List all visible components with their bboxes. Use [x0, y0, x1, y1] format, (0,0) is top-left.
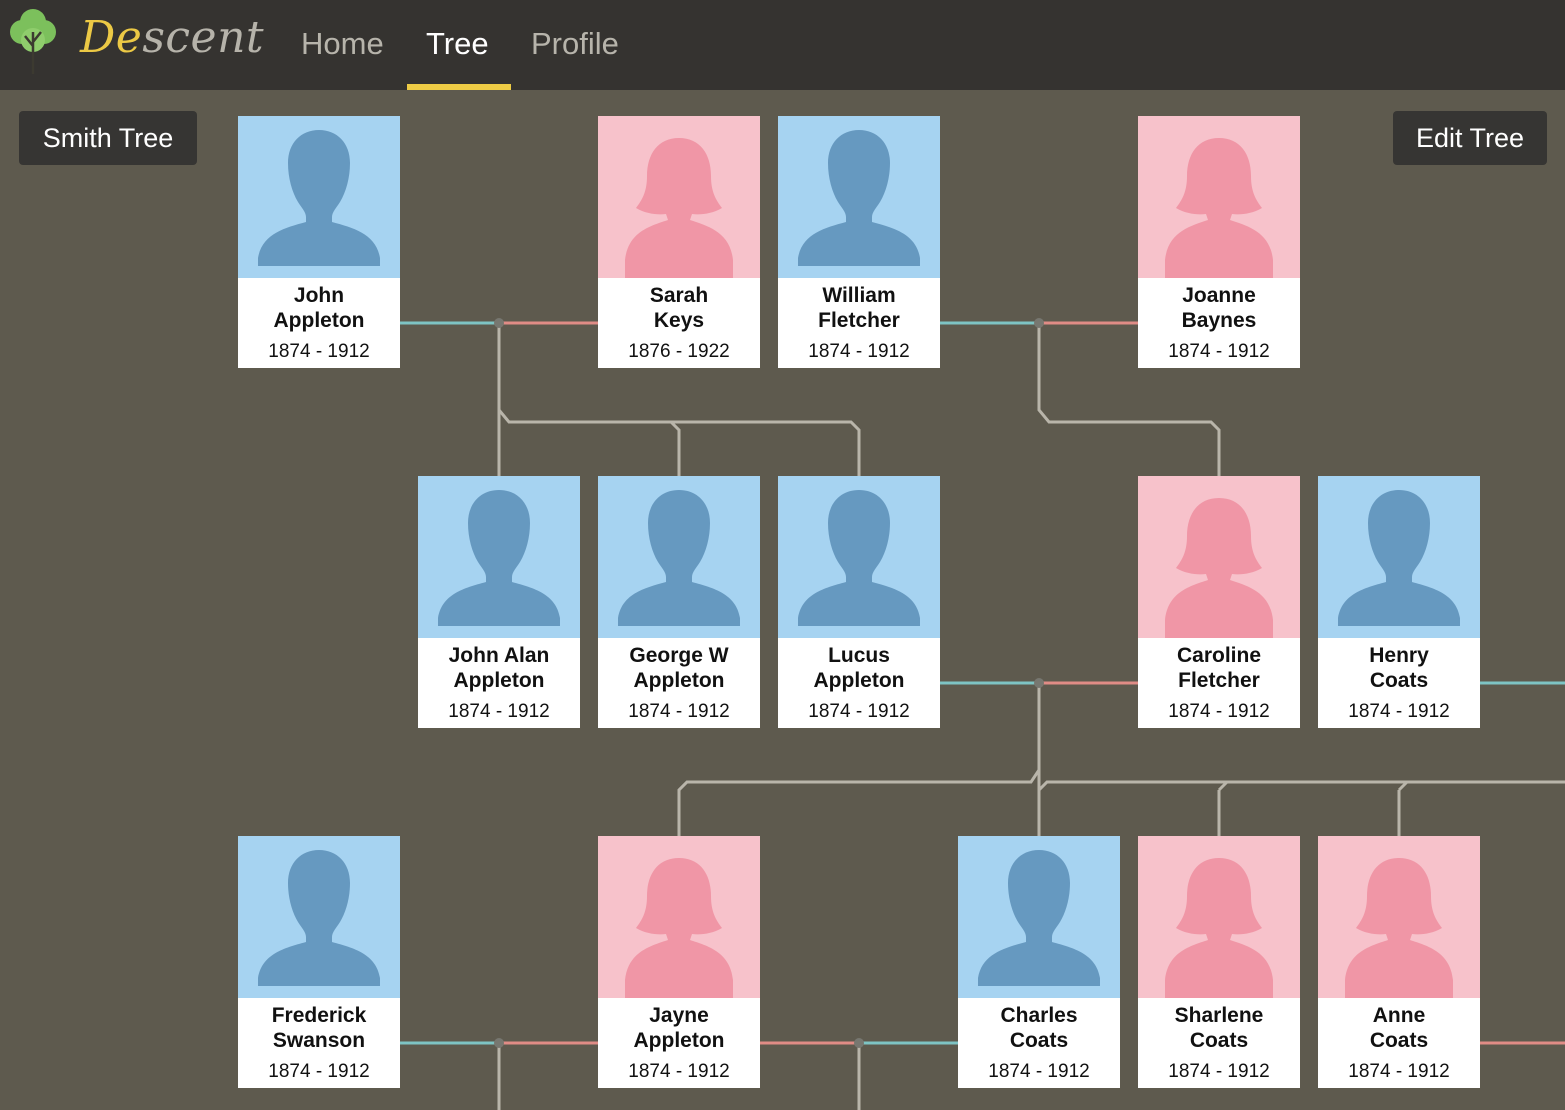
- male-avatar-icon: [798, 130, 920, 266]
- female-avatar-icon: [1165, 138, 1273, 278]
- person-first-name: William: [822, 284, 896, 307]
- person-lifespan: 1874 - 1912: [1348, 701, 1450, 722]
- tree-name-button[interactable]: Smith Tree: [19, 111, 197, 165]
- person-lifespan: 1874 - 1912: [628, 701, 730, 722]
- profile-photo: [598, 476, 760, 638]
- person-lifespan: 1874 - 1912: [268, 341, 370, 362]
- male-avatar-icon: [618, 490, 740, 626]
- person-first-name: Anne: [1372, 1004, 1426, 1027]
- person-first-name: Lucus: [828, 644, 890, 667]
- male-avatar-icon: [258, 850, 380, 986]
- profile-photo: [778, 116, 940, 278]
- female-avatar-icon: [1165, 858, 1273, 998]
- nav-tab-home[interactable]: Home: [301, 26, 384, 61]
- female-avatar-icon: [1345, 858, 1453, 998]
- male-avatar-icon: [978, 850, 1100, 986]
- nav-tab-tree[interactable]: Tree: [426, 26, 489, 61]
- top-nav-bar: Descent Home Tree Profile: [0, 0, 1565, 90]
- person-first-name: Henry: [1369, 644, 1429, 667]
- person-last-name: Appleton: [453, 669, 545, 692]
- person-last-name: Appleton: [273, 309, 365, 332]
- nav-tab-profile[interactable]: Profile: [531, 26, 619, 61]
- person-first-name: George W: [629, 644, 729, 667]
- profile-photo: [598, 836, 760, 998]
- person-first-name: John Alan: [448, 644, 550, 667]
- person-last-name: Fletcher: [1178, 669, 1260, 692]
- person-last-name: Appleton: [633, 669, 725, 692]
- person-lifespan: 1874 - 1912: [1168, 1061, 1270, 1082]
- profile-photo: [1318, 836, 1480, 998]
- person-lifespan: 1874 - 1912: [1168, 701, 1270, 722]
- profile-photo: [238, 836, 400, 998]
- person-lifespan: 1874 - 1912: [628, 1061, 730, 1082]
- person-lifespan: 1874 - 1912: [988, 1061, 1090, 1082]
- person-last-name: Coats: [1369, 669, 1429, 692]
- profile-photo: [1138, 116, 1300, 278]
- person-last-name: Coats: [1009, 1029, 1069, 1052]
- person-first-name: Charles: [1000, 1004, 1078, 1027]
- person-last-name: Keys: [653, 309, 705, 332]
- profile-photo: [778, 476, 940, 638]
- person-lifespan: 1874 - 1912: [448, 701, 550, 722]
- person-lifespan: 1874 - 1912: [268, 1061, 370, 1082]
- profile-photo: [418, 476, 580, 638]
- person-first-name: Frederick: [271, 1004, 367, 1027]
- male-avatar-icon: [258, 130, 380, 266]
- profile-photo: [1138, 476, 1300, 638]
- person-last-name: Baynes: [1181, 309, 1257, 332]
- edit-tree-button[interactable]: Edit Tree: [1393, 111, 1547, 165]
- person-lifespan: 1874 - 1912: [1348, 1061, 1450, 1082]
- person-last-name: Appleton: [633, 1029, 725, 1052]
- brand-logo-text[interactable]: Descent: [80, 12, 265, 63]
- person-first-name: Sarah: [649, 284, 709, 307]
- male-avatar-icon: [798, 490, 920, 626]
- person-last-name: Swanson: [272, 1029, 366, 1052]
- person-lifespan: 1874 - 1912: [808, 341, 910, 362]
- person-lifespan: 1874 - 1912: [1168, 341, 1270, 362]
- female-avatar-icon: [1165, 498, 1273, 638]
- male-avatar-icon: [438, 490, 560, 626]
- person-first-name: Jayne: [649, 1004, 709, 1027]
- profile-photo: [1318, 476, 1480, 638]
- person-last-name: Coats: [1189, 1029, 1249, 1052]
- person-last-name: Appleton: [813, 669, 905, 692]
- male-avatar-icon: [1338, 490, 1460, 626]
- person-first-name: Caroline: [1176, 644, 1262, 667]
- female-avatar-icon: [625, 138, 733, 278]
- profile-photo: [958, 836, 1120, 998]
- profile-photo: [598, 116, 760, 278]
- person-last-name: Coats: [1369, 1029, 1429, 1052]
- profile-photo: [1138, 836, 1300, 998]
- person-lifespan: 1874 - 1912: [808, 701, 910, 722]
- person-first-name: Joanne: [1182, 284, 1256, 307]
- person-first-name: John: [293, 284, 345, 307]
- person-last-name: Fletcher: [818, 309, 900, 332]
- person-lifespan: 1876 - 1922: [628, 341, 730, 362]
- profile-photo: [238, 116, 400, 278]
- tree-logo-icon[interactable]: [6, 6, 60, 74]
- female-avatar-icon: [625, 858, 733, 998]
- active-tab-indicator: [407, 84, 511, 90]
- person-first-name: Sharlene: [1174, 1004, 1264, 1027]
